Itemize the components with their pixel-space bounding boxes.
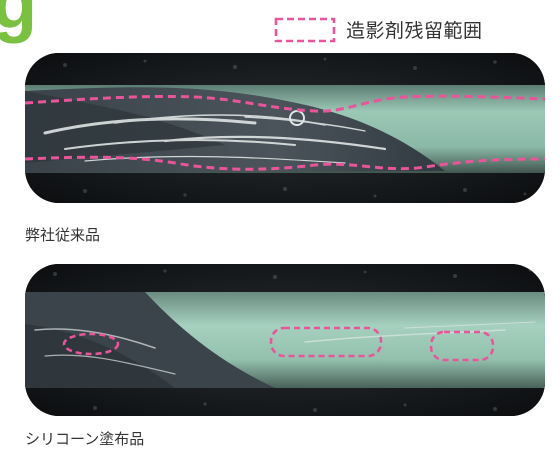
micrograph-conventional-image bbox=[25, 53, 545, 203]
caption-conventional: 弊社従来品 bbox=[25, 226, 101, 244]
micrograph-conventional bbox=[25, 53, 545, 203]
legend-label: 造影剤残留範囲 bbox=[346, 20, 483, 42]
figure-letter: g bbox=[0, 0, 38, 44]
dashed-box-icon bbox=[274, 17, 336, 42]
caption-silicone-coated: シリコーン塗布品 bbox=[25, 430, 145, 448]
legend: 造影剤残留範囲 bbox=[274, 16, 483, 43]
micrograph-silicone-image bbox=[25, 264, 545, 416]
micrograph-silicone-coated bbox=[25, 264, 545, 416]
